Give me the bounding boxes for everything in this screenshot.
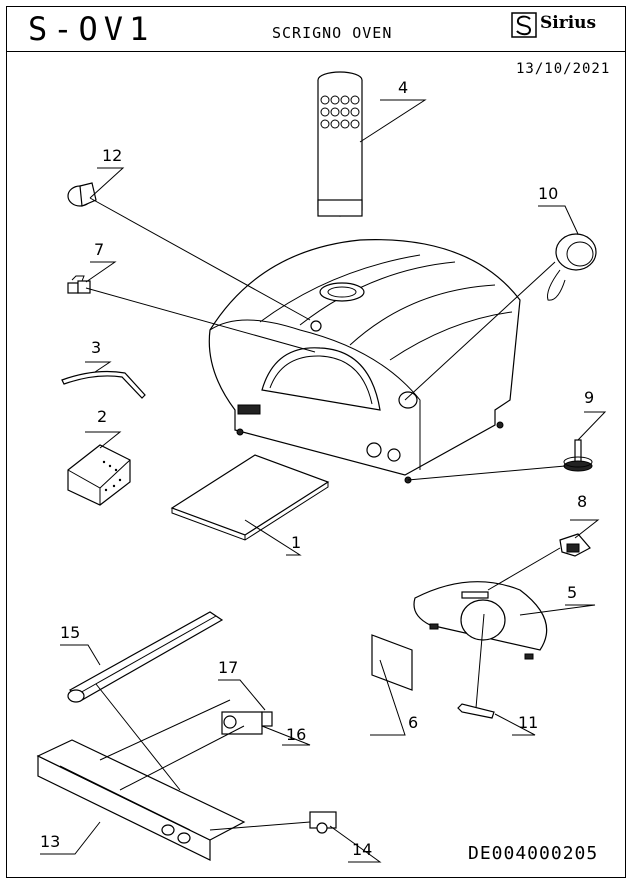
leader-lines — [40, 99, 607, 863]
part-label-10: 10 — [538, 184, 559, 203]
part-label-8: 8 — [577, 492, 588, 511]
drawing-date: 13/10/2021 — [516, 61, 611, 77]
control-panel-part — [36, 699, 246, 861]
injector-part — [309, 811, 337, 834]
spindle-part — [67, 275, 91, 294]
handle-part — [457, 703, 495, 719]
hinge-part — [559, 533, 591, 557]
oven-body — [208, 239, 521, 484]
part-label-3: 3 — [91, 338, 102, 357]
part-label-16: 16 — [286, 725, 307, 744]
part-label-7: 7 — [94, 240, 105, 259]
foot-part — [563, 439, 593, 472]
bracket-part — [67, 444, 131, 506]
part-label-11: 11 — [518, 713, 539, 732]
chimney-pipe — [317, 71, 363, 217]
title-block-divider — [6, 51, 626, 52]
part-label-14: 14 — [352, 840, 373, 859]
knob-part — [67, 182, 97, 207]
thermometer-part — [547, 233, 597, 301]
part-label-13: 13 — [40, 832, 61, 851]
part-label-6: 6 — [408, 713, 419, 732]
burner-tube-part — [67, 611, 224, 703]
part-label-1: 1 — [291, 533, 302, 552]
drawing-title: SCRIGNO OVEN — [272, 24, 393, 42]
model-code: S-OV1 — [28, 10, 155, 48]
gas-valve-part — [221, 711, 273, 735]
bent-rod-part — [61, 370, 146, 399]
brand-logo-icon — [511, 12, 537, 38]
part-label-17: 17 — [218, 658, 239, 677]
brand-name: Sirius — [540, 13, 597, 33]
document-number: DE004000205 — [468, 843, 599, 864]
part-label-4: 4 — [398, 78, 409, 97]
part-label-9: 9 — [584, 388, 595, 407]
part-label-2: 2 — [97, 407, 108, 426]
part-label-12: 12 — [102, 146, 123, 165]
part-label-5: 5 — [567, 583, 578, 602]
door-part — [413, 581, 548, 660]
part-label-15: 15 — [60, 623, 81, 642]
glass-panel-part — [371, 634, 413, 691]
drawing-frame — [6, 6, 626, 878]
